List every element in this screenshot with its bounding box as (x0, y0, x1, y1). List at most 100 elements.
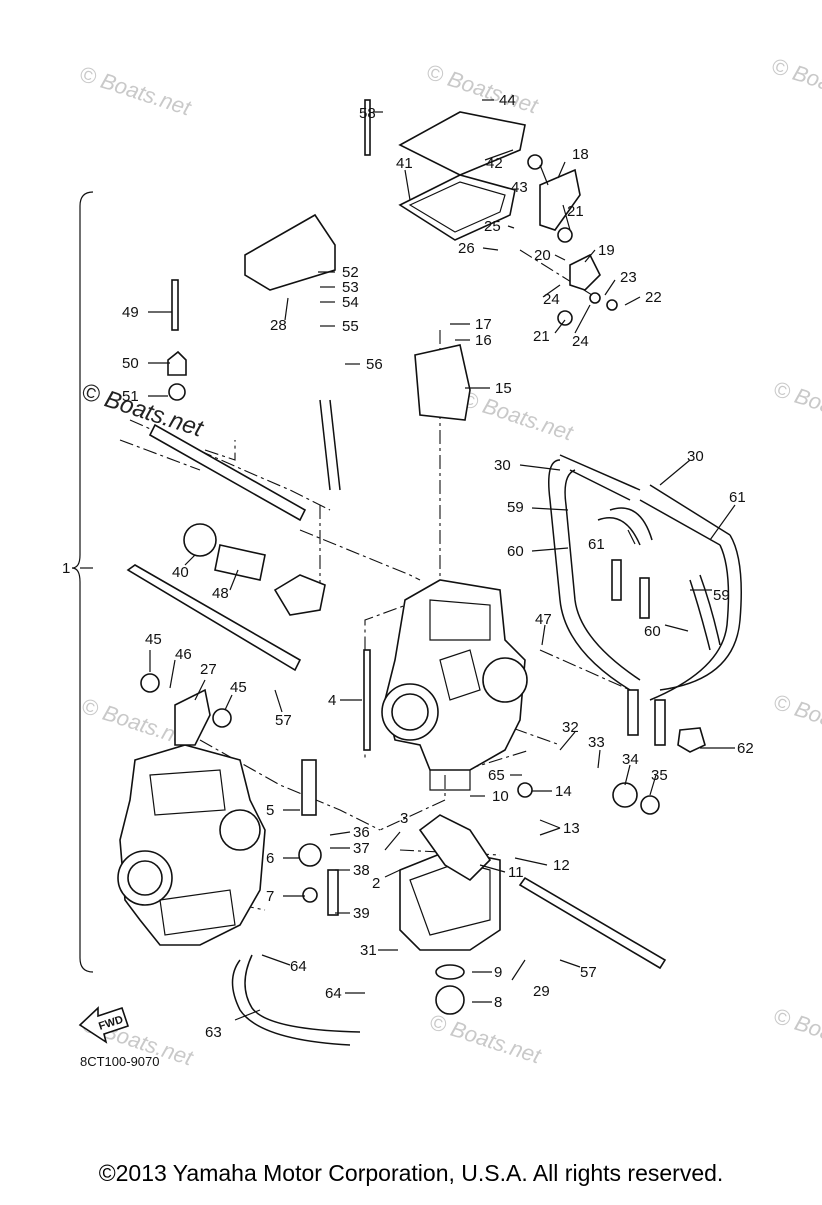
part-labels: 1 2 3 4 5 6 7 8 9 10 11 12 13 14 15 16 1… (62, 92, 754, 1041)
part-label: 56 (366, 356, 383, 373)
part-label: 47 (535, 611, 552, 628)
part-label: 62 (737, 740, 754, 757)
part-label: 27 (200, 661, 217, 678)
float (418, 814, 492, 882)
rods-and-screws (126, 99, 667, 970)
forward-arrow: FWD (78, 1006, 130, 1044)
part-label: 14 (555, 783, 572, 800)
part-label: 3 (400, 810, 408, 827)
watermark: © Boats.net (458, 386, 576, 446)
part-label: 60 (507, 543, 524, 560)
part-label: 35 (651, 767, 668, 784)
part-label: 65 (488, 767, 505, 784)
part-label: 40 (172, 564, 189, 581)
part-label: 43 (511, 179, 528, 196)
part-label: 21 (567, 203, 584, 220)
part-label: 17 (475, 316, 492, 333)
part-label: 26 (458, 240, 475, 257)
part-label: 46 (175, 646, 192, 663)
part-label: 25 (484, 218, 501, 235)
part-label: 15 (495, 380, 512, 397)
watermark: © Boats.net (426, 1009, 544, 1069)
part-label: 59 (507, 499, 524, 516)
part-label: 50 (122, 355, 139, 372)
part-label: 33 (588, 734, 605, 751)
watermark: © Boats.net (770, 376, 822, 436)
part-label: 24 (543, 291, 560, 308)
part-label: 29 (533, 983, 550, 1000)
hoses (231, 399, 742, 1046)
part-label: 54 (342, 294, 359, 311)
part-label: 22 (645, 289, 662, 306)
part-label: 8 (494, 994, 502, 1011)
part-label: 30 (494, 457, 511, 474)
part-label: 20 (534, 247, 551, 264)
part-label: 23 (620, 269, 637, 286)
part-label: 6 (266, 850, 274, 867)
part-label: 64 (290, 958, 307, 975)
carburetor-body-left (117, 744, 266, 946)
part-label: 52 (342, 264, 359, 281)
part-label: 64 (325, 985, 342, 1002)
hose-clip (677, 727, 706, 753)
part-label: 53 (342, 279, 359, 296)
linkage-19 (569, 253, 601, 291)
part-label: 36 (353, 824, 370, 841)
part-label: 19 (598, 242, 615, 259)
assembly-brace (71, 191, 94, 973)
part-label: 59 (713, 587, 730, 604)
part-label: 12 (553, 857, 570, 874)
watermark: © Boats.net (768, 53, 822, 113)
small-parts (140, 154, 660, 1015)
part-label: 45 (145, 631, 162, 648)
part-label: 1 (62, 560, 70, 577)
part-label: 18 (572, 146, 589, 163)
part-label: 38 (353, 862, 370, 879)
part-label: 9 (494, 964, 502, 981)
part-label: 44 (499, 92, 516, 109)
part-label: 31 (360, 942, 377, 959)
part-label: 57 (275, 712, 292, 729)
part-label: 30 (687, 448, 704, 465)
watermark: © Boats.net (76, 61, 194, 121)
part-label: 49 (122, 304, 139, 321)
part-label: 5 (266, 802, 274, 819)
part-label: 48 (212, 585, 229, 602)
part-label: 10 (492, 788, 509, 805)
diagram-code: 8CT100-9070 (80, 1054, 160, 1069)
part-label: 16 (475, 332, 492, 349)
part-label: 60 (644, 623, 661, 640)
part-label: 21 (533, 328, 550, 345)
part-label: 63 (205, 1024, 222, 1041)
part-label: 51 (122, 388, 139, 405)
watermark: © Boats.net (770, 1003, 822, 1063)
part-label: 4 (328, 692, 336, 709)
top-cover-parts (244, 111, 526, 421)
part-label: 45 (230, 679, 247, 696)
copyright-notice: ©2013 Yamaha Motor Corporation, U.S.A. A… (98, 1160, 724, 1186)
part-label: 37 (353, 840, 370, 857)
carburetor-body-right (381, 579, 528, 791)
linkage-plate-27 (174, 688, 211, 746)
leader-lines (80, 99, 736, 1021)
part-label: 61 (729, 489, 746, 506)
part-label: 58 (359, 105, 376, 122)
part-label: 41 (396, 155, 413, 172)
watermark: © Boats.net (78, 378, 207, 443)
part-label: 57 (580, 964, 597, 981)
part-label: 32 (562, 719, 579, 736)
part-label: 39 (353, 905, 370, 922)
part-label: 34 (622, 751, 639, 768)
watermark: © Boats.net (423, 59, 541, 119)
part-label: 28 (270, 317, 287, 334)
part-label: 11 (508, 864, 524, 881)
part-label: 24 (572, 333, 589, 350)
watermark: © Boats.net (770, 689, 822, 749)
part-label: 7 (266, 888, 274, 905)
part-label: 2 (372, 875, 380, 892)
part-label: 13 (563, 820, 580, 837)
part-label: 55 (342, 318, 359, 335)
part-label: 61 (588, 536, 605, 553)
